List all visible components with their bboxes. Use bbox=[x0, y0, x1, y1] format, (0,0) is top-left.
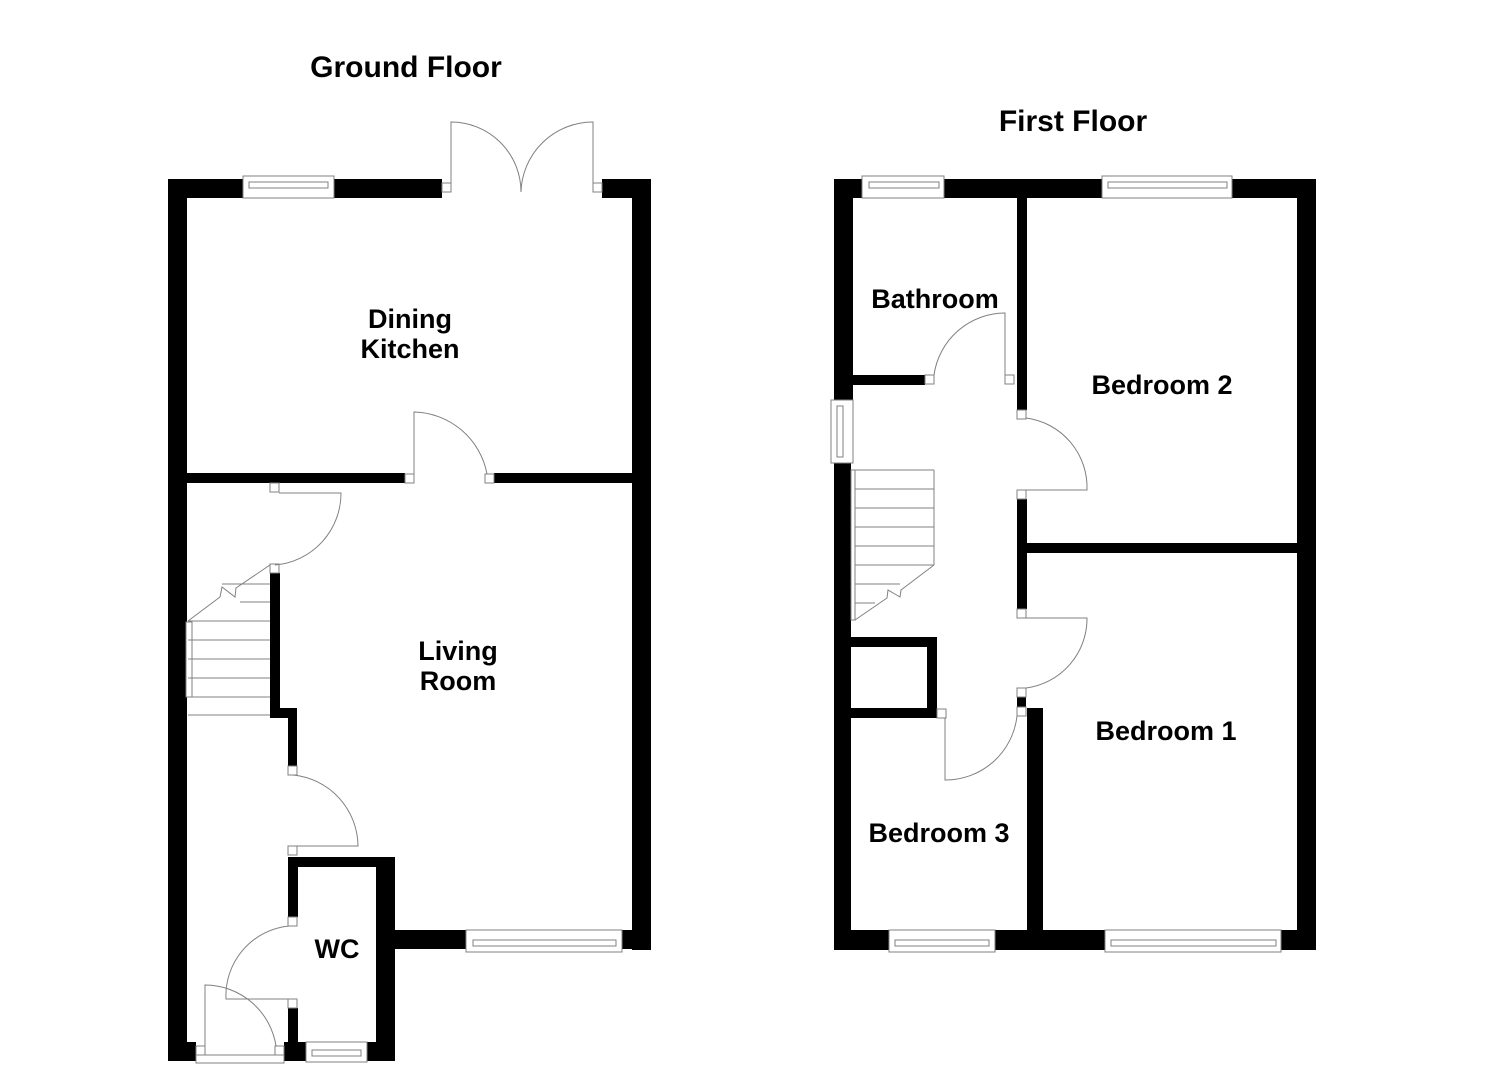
wall bbox=[1017, 198, 1027, 373]
door bbox=[936, 706, 1027, 781]
wall bbox=[851, 637, 937, 647]
wall bbox=[284, 1042, 306, 1061]
door bbox=[1016, 608, 1088, 698]
front-door bbox=[195, 984, 285, 1064]
staircase bbox=[187, 564, 271, 716]
wall bbox=[288, 1008, 298, 1061]
door bbox=[924, 312, 1015, 385]
wall bbox=[1232, 179, 1316, 198]
window bbox=[1104, 929, 1282, 953]
ground-floor-title: Ground Floor bbox=[310, 51, 502, 84]
wall bbox=[1017, 499, 1027, 609]
wall bbox=[168, 1042, 196, 1061]
wall bbox=[288, 857, 298, 917]
first-floor-title: First Floor bbox=[998, 105, 1148, 138]
wall bbox=[168, 179, 243, 198]
wall bbox=[187, 473, 405, 483]
wall bbox=[927, 637, 937, 718]
wall bbox=[944, 179, 1102, 198]
door bbox=[225, 916, 298, 1009]
room-label-bedroom-2: Bedroom 2 bbox=[1091, 370, 1233, 400]
room-label-bedroom-3: Bedroom 3 bbox=[868, 818, 1010, 848]
wall bbox=[1027, 708, 1043, 930]
window bbox=[888, 929, 996, 953]
wall bbox=[1017, 697, 1026, 707]
window bbox=[465, 929, 623, 953]
window bbox=[242, 175, 335, 199]
wall bbox=[834, 930, 889, 950]
wall bbox=[270, 573, 280, 709]
door bbox=[404, 411, 495, 484]
wall bbox=[385, 930, 466, 949]
wall bbox=[1017, 373, 1027, 410]
room-label-line: Living bbox=[418, 636, 498, 666]
room-label-bathroom: Bathroom bbox=[871, 284, 999, 314]
wall bbox=[834, 179, 862, 198]
wall bbox=[853, 375, 925, 385]
wall bbox=[1027, 543, 1297, 553]
wall bbox=[834, 463, 851, 950]
room-label-bedroom-1: Bedroom 1 bbox=[1095, 716, 1237, 746]
wall bbox=[270, 708, 297, 718]
room-label-living-room: Living Room bbox=[378, 636, 538, 696]
door bbox=[269, 482, 342, 574]
wall bbox=[1297, 179, 1316, 950]
french-door bbox=[441, 121, 603, 193]
room-label-line: Kitchen bbox=[360, 334, 460, 364]
window bbox=[305, 1041, 368, 1063]
staircase bbox=[850, 469, 935, 621]
wall bbox=[1281, 930, 1316, 950]
wall bbox=[376, 857, 395, 1061]
wall bbox=[851, 708, 937, 718]
wall bbox=[288, 708, 297, 766]
room-label-wc: WC bbox=[314, 934, 360, 964]
window bbox=[1101, 175, 1233, 199]
first-floor-plan bbox=[830, 175, 1316, 953]
door bbox=[287, 765, 359, 856]
wall bbox=[288, 857, 385, 867]
door bbox=[1016, 409, 1088, 500]
wall bbox=[168, 179, 187, 1061]
ground-floor-plan bbox=[168, 121, 651, 1064]
wall bbox=[494, 473, 632, 483]
window bbox=[861, 175, 945, 199]
room-label-line: Room bbox=[419, 666, 497, 696]
wall bbox=[632, 179, 651, 950]
room-label-dining-kitchen: Dining Kitchen bbox=[330, 304, 490, 364]
room-label-line: Dining bbox=[368, 304, 452, 334]
wall bbox=[995, 930, 1105, 950]
wall bbox=[367, 1042, 395, 1061]
window bbox=[830, 399, 854, 464]
wall bbox=[334, 179, 442, 198]
wall bbox=[622, 930, 651, 949]
wall bbox=[834, 179, 853, 400]
